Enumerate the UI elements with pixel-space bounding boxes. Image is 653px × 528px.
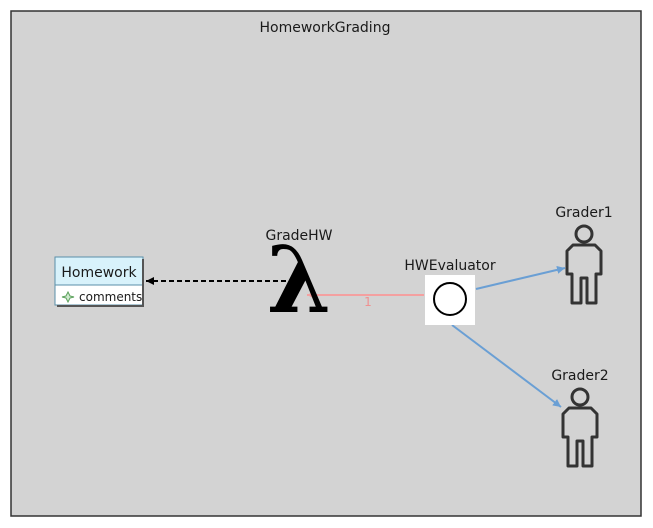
diagram-title: HomeworkGrading [260,20,391,36]
class-name: Homework [61,265,137,281]
edge-hwevaluator-grader2[interactable] [451,324,562,408]
person-icon [565,224,603,305]
lambda-icon: λ [267,226,332,334]
edge-hwevaluator-grader1[interactable] [475,265,566,290]
actor-label: Grader1 [555,205,612,221]
circle-icon [433,282,467,316]
class-homework[interactable]: Homework comments [54,256,144,307]
node-hwevaluator[interactable]: HWEvaluator [404,258,496,325]
evaluator-label: HWEvaluator [404,258,495,274]
class-header [54,256,144,286]
attribute-icon [61,290,75,304]
actor-grader1[interactable]: Grader1 [555,205,613,305]
actor-grader2[interactable]: Grader2 [551,368,609,468]
function-label: GradeHW [265,228,332,244]
person-icon [561,387,599,468]
function-gradehw[interactable]: GradeHW λ [265,226,332,334]
edge-multiplicity-label: 1 [364,295,372,309]
actor-label: Grader2 [551,368,608,384]
class-attribute-comments: comments [79,290,142,304]
